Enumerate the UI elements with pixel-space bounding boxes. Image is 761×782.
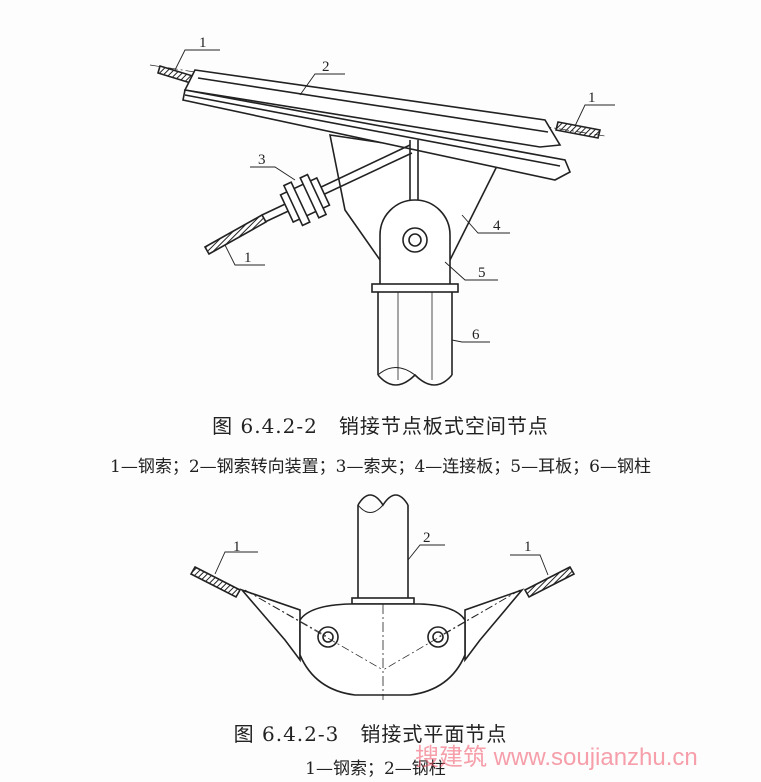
figure1-title: 图 6.4.2-2 销接节点板式空间节点 xyxy=(212,414,549,438)
figure2-legend: 1—钢索；2—钢柱 xyxy=(305,759,446,779)
steel-column xyxy=(377,292,453,386)
ear-plates xyxy=(299,603,466,696)
label-5: 5 xyxy=(478,265,486,281)
cable-right xyxy=(523,565,576,599)
label-2: 2 xyxy=(423,530,431,546)
label-1: 1 xyxy=(233,539,241,555)
figure2-labels: 1 2 1 xyxy=(233,530,532,555)
cable-right xyxy=(555,121,601,139)
right-connection-plate xyxy=(464,588,525,663)
label-4: 4 xyxy=(493,218,501,234)
label-1: 1 xyxy=(244,250,252,266)
steel-column xyxy=(351,494,415,605)
cable-clamp xyxy=(279,173,331,227)
figure2-title: 图 6.4.2-3 销接式平面节点 xyxy=(233,722,508,746)
cable-left xyxy=(189,565,242,599)
ear-plate xyxy=(379,199,451,286)
figure1-labels: 1 2 1 3 1 4 5 6 xyxy=(199,35,596,343)
label-1: 1 xyxy=(524,539,532,555)
figure1-drawing xyxy=(149,49,615,386)
figure2-drawing xyxy=(189,494,576,700)
figure1-legend: 1—钢索；2—钢索转向装置；3—索夹；4—连接板；5—耳板；6—钢柱 xyxy=(110,457,651,477)
label-2: 2 xyxy=(322,59,330,75)
left-connection-plate xyxy=(239,588,301,663)
label-3: 3 xyxy=(258,152,266,168)
label-1: 1 xyxy=(588,90,596,106)
label-6: 6 xyxy=(472,327,480,343)
watermark: 搜建筑 www.soujianzhu.cn xyxy=(415,744,698,771)
cable-lower-left xyxy=(203,213,268,256)
label-1: 1 xyxy=(199,35,207,51)
cable-turning-device xyxy=(183,69,562,148)
